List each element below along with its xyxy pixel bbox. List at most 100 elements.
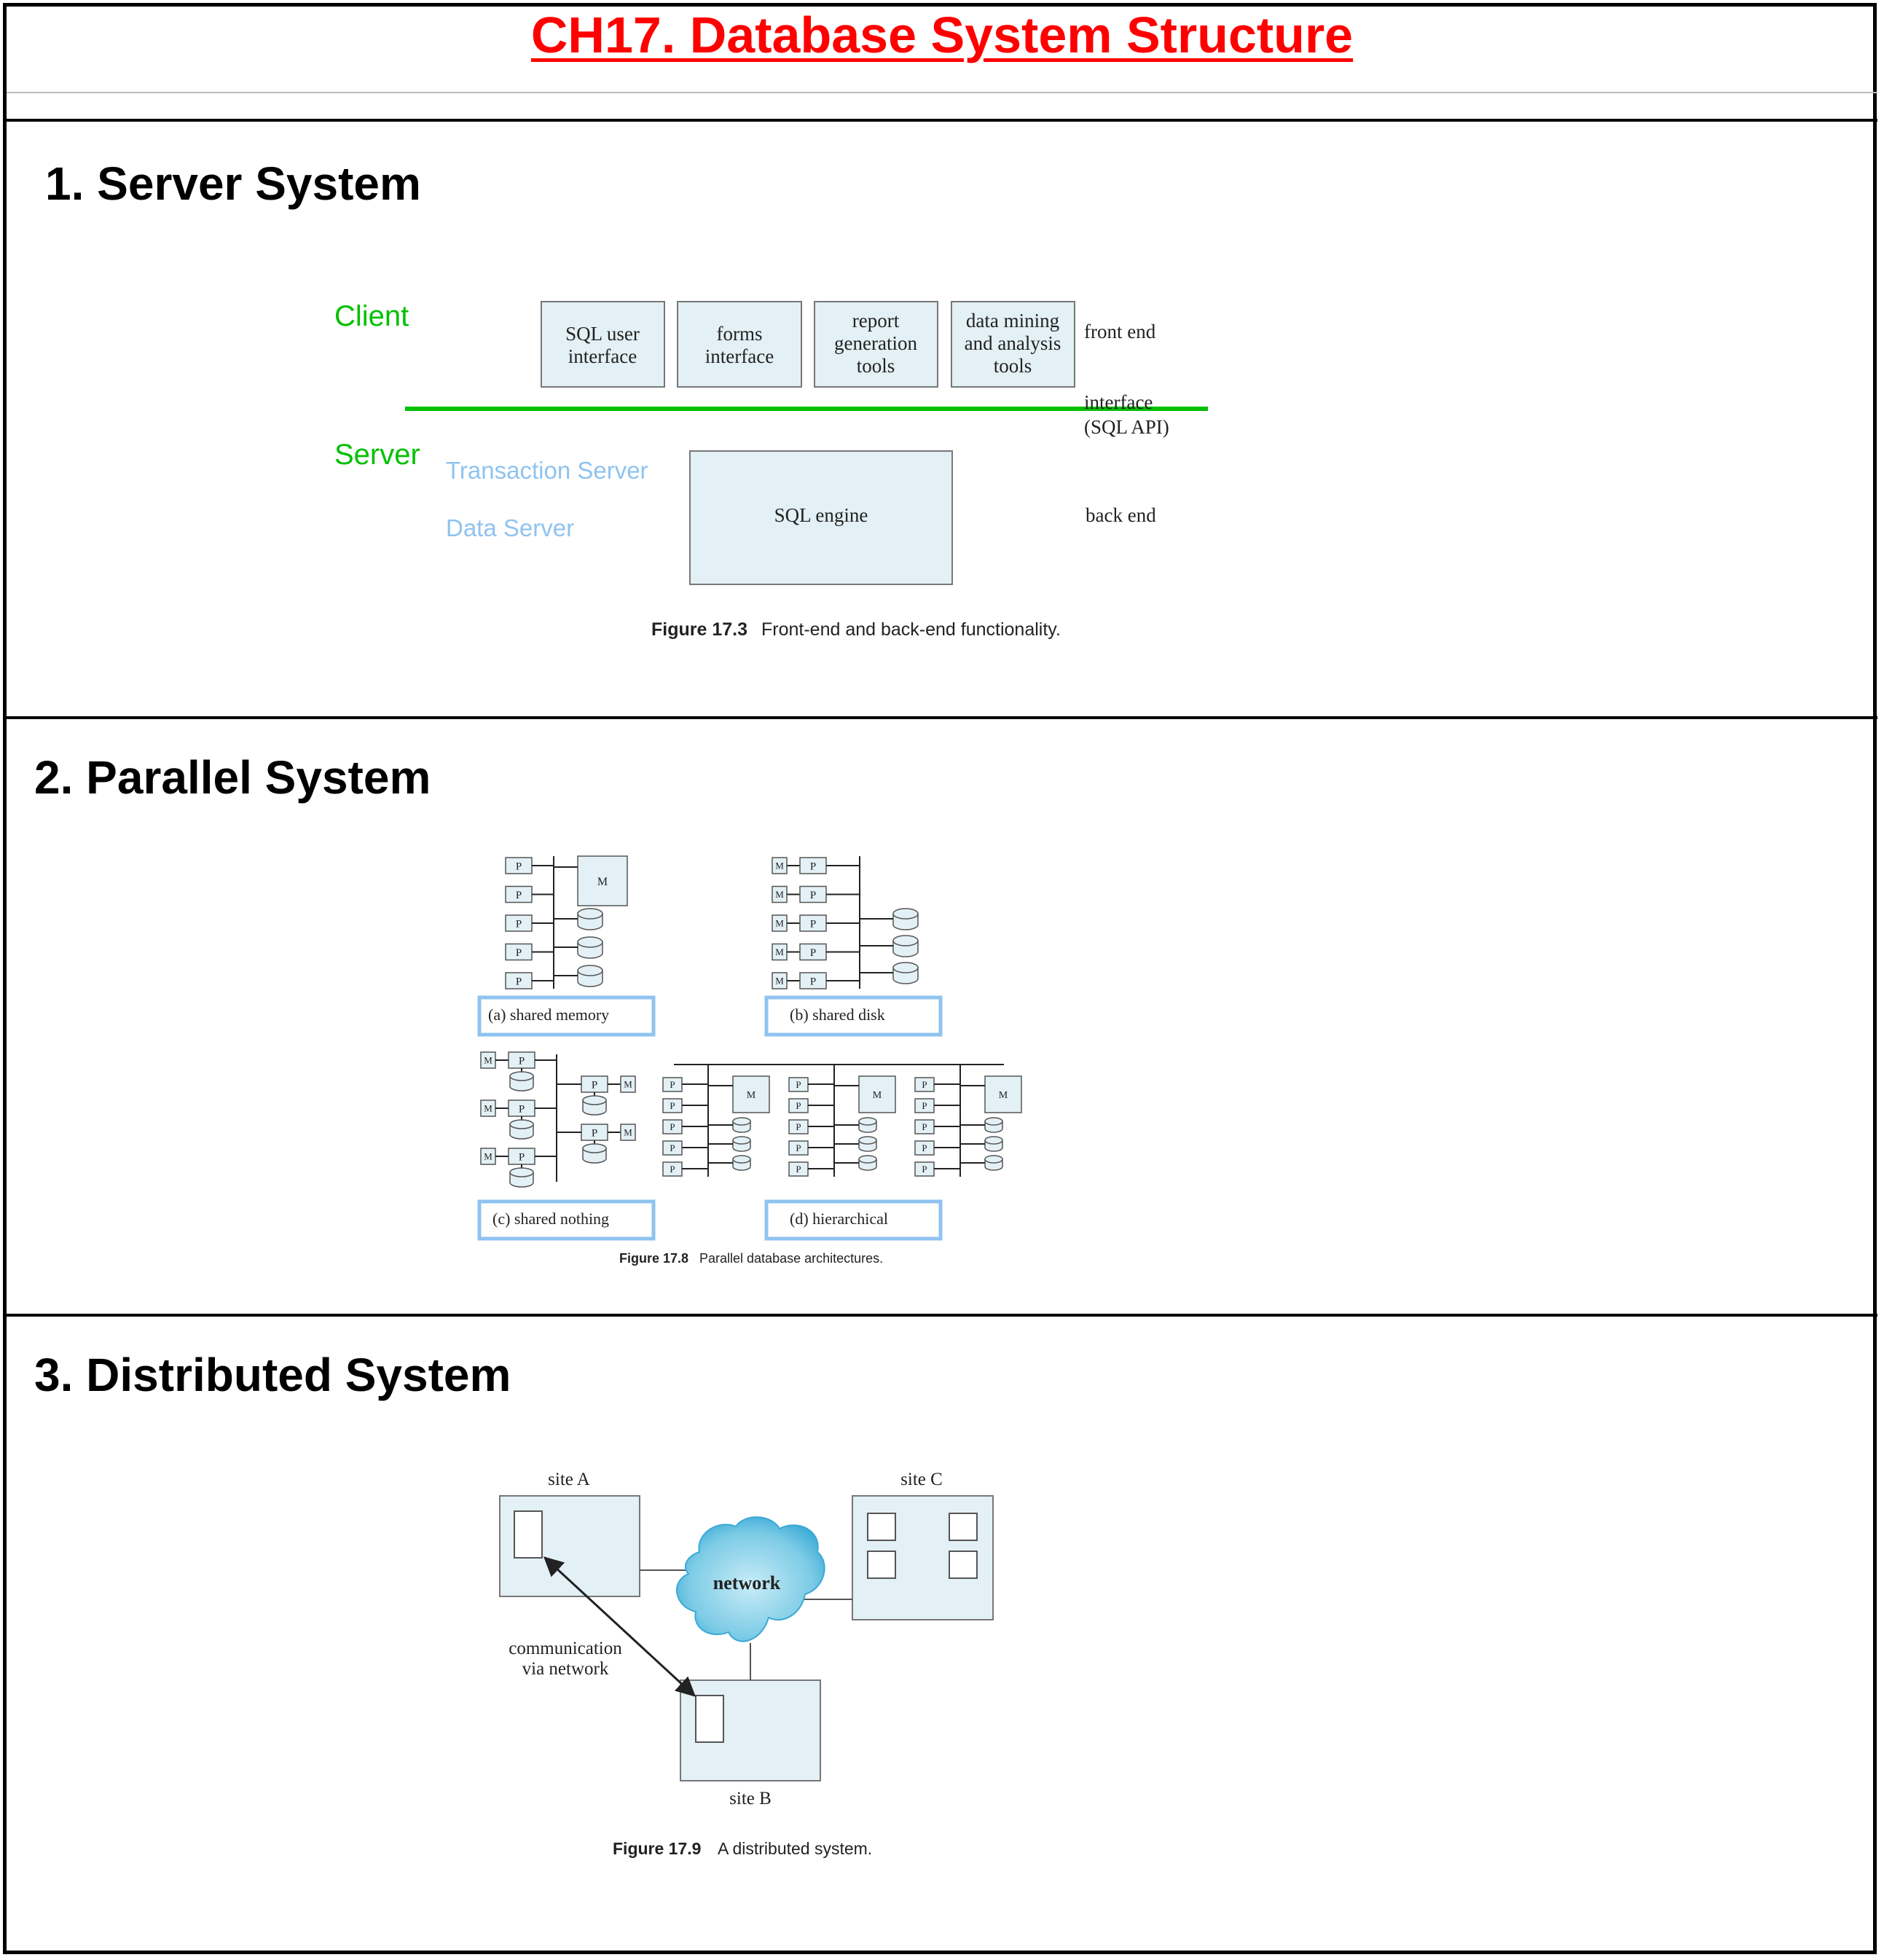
data-mining-tools-box: data mining and analysis tools [951, 301, 1075, 388]
front-end-label: front end [1084, 321, 1156, 342]
shared-nothing-memory-text: M [484, 1151, 492, 1162]
shared-disk-processor-text: P [810, 976, 816, 987]
sql-engine-box: SQL engine [689, 450, 953, 585]
svg-text:tools: tools [994, 355, 1032, 377]
shared-disk-memory-text: M [775, 976, 784, 987]
server-system-figure: Client Server Transaction Server Data Se… [334, 300, 1208, 640]
hierarchical-processor-text: P [796, 1121, 801, 1132]
shared-disk-processor-text: P [810, 861, 816, 872]
site-c-label: site C [900, 1470, 943, 1489]
shared-disk-label: (b) shared disk [790, 1006, 885, 1024]
server-label: Server [334, 439, 420, 471]
svg-text:generation: generation [834, 332, 917, 354]
figure-17-8-caption: Parallel database architectures. [699, 1251, 883, 1266]
hierarchical-processor-text: P [922, 1164, 927, 1175]
shared-memory-processor-text: P [516, 947, 522, 959]
hierarchical-disk-icon [858, 1155, 877, 1171]
shared-nothing-disk-icon [582, 1095, 607, 1116]
shared-nothing-memory [620, 1124, 636, 1141]
section-heading-parallel-system: 2. Parallel System [34, 751, 431, 804]
client-label: Client [334, 300, 409, 332]
section-divider-1 [7, 119, 1877, 122]
hierarchical-disk-icon [858, 1117, 877, 1133]
hierarchical-processor-text: P [796, 1079, 801, 1090]
hierarchical-disk-icon [984, 1136, 1003, 1152]
hierarchical-disk-icon [732, 1155, 751, 1171]
shared-disk-disk-icon [892, 908, 919, 930]
hierarchical-memory-text: M [999, 1090, 1008, 1101]
shared-memory-disk-icon [577, 936, 603, 959]
shared-nothing-processor-text: P [592, 1127, 597, 1139]
svg-text:tools: tools [857, 355, 895, 377]
shared-nothing-label: (c) shared nothing [492, 1210, 609, 1228]
hierarchical-processor-text: P [922, 1079, 927, 1090]
communication-label-line2: via network [522, 1659, 609, 1679]
interface-label: interface [1084, 391, 1153, 413]
shared-nothing-disk-icon [509, 1119, 534, 1140]
hierarchical-disk-icon [984, 1155, 1003, 1171]
shared-memory-processor-text: P [516, 918, 522, 930]
site-c-node-1 [867, 1513, 896, 1541]
hierarchical-memory-text: M [747, 1090, 756, 1101]
hierarchical-processor-text: P [670, 1079, 675, 1090]
report-generation-tools-box: report generation tools [814, 301, 938, 388]
shared-nothing-label-box [477, 1199, 656, 1241]
hierarchical-processor-text: P [922, 1142, 927, 1153]
svg-text:report: report [852, 310, 900, 332]
hierarchical-memory-text: M [873, 1090, 882, 1101]
figure-17-3-caption: Front-end and back-end functionality. [761, 619, 1061, 640]
site-c-node-4 [949, 1551, 978, 1579]
data-server-label: Data Server [446, 514, 574, 541]
hierarchical-processor-text: P [796, 1164, 801, 1175]
shared-nothing-processor-text: P [519, 1055, 525, 1067]
shared-memory-module-text: M [597, 876, 608, 888]
shared-disk-memory-text: M [775, 918, 784, 929]
hierarchical-label-box [764, 1199, 943, 1241]
sql-user-interface-box: SQL user interface [541, 301, 665, 388]
hierarchical-memory [732, 1075, 770, 1113]
section-divider-2 [7, 716, 1877, 719]
hierarchical-memory [858, 1075, 896, 1113]
page-frame [3, 3, 1877, 1954]
hierarchical-processor-text: P [922, 1100, 927, 1111]
forms-interface-box: forms interface [677, 301, 802, 388]
svg-text:and analysis: and analysis [965, 332, 1061, 354]
shared-disk-processor-text: P [810, 890, 816, 901]
hierarchical-disk-icon [984, 1117, 1003, 1133]
network-label: network [713, 1572, 781, 1594]
figure-17-9-number: Figure 17.9 [613, 1839, 701, 1858]
communication-arrow [543, 1556, 696, 1697]
shared-nothing-memory-text: M [624, 1079, 632, 1090]
shared-nothing-disk-icon [509, 1071, 534, 1091]
section-heading-server-system: 1. Server System [45, 157, 421, 210]
distributed-system-figure: site A site C site B network c [499, 1470, 994, 1858]
shared-memory-module [577, 855, 628, 906]
hierarchical-processor-text: P [670, 1100, 675, 1111]
title-divider [7, 92, 1877, 93]
site-b-label: site B [729, 1789, 772, 1808]
transaction-server-label: Transaction Server [446, 457, 648, 484]
shared-nothing-memory-text: M [484, 1103, 492, 1114]
shared-memory-label-box [477, 995, 656, 1037]
shared-disk-memory-text: M [775, 946, 784, 957]
hierarchical-processor-text: P [670, 1142, 675, 1153]
site-a-node [514, 1510, 543, 1559]
shared-nothing-disk-icon [509, 1167, 534, 1188]
hierarchical-disk-icon [732, 1136, 751, 1152]
shared-nothing-memory [620, 1075, 636, 1093]
hierarchical-processor-text: P [796, 1142, 801, 1153]
svg-text:SQL user: SQL user [565, 323, 640, 345]
shared-disk-disk-icon [892, 935, 919, 957]
shared-memory-processor-text: P [516, 861, 522, 872]
shared-nothing-memory-text: M [624, 1127, 632, 1138]
hierarchical-processor-text: P [922, 1121, 927, 1132]
figure-17-8-number: Figure 17.8 [619, 1251, 688, 1266]
svg-text:forms: forms [717, 323, 763, 345]
shared-disk-disk-icon [892, 962, 919, 984]
shared-memory-label: (a) shared memory [488, 1006, 609, 1024]
